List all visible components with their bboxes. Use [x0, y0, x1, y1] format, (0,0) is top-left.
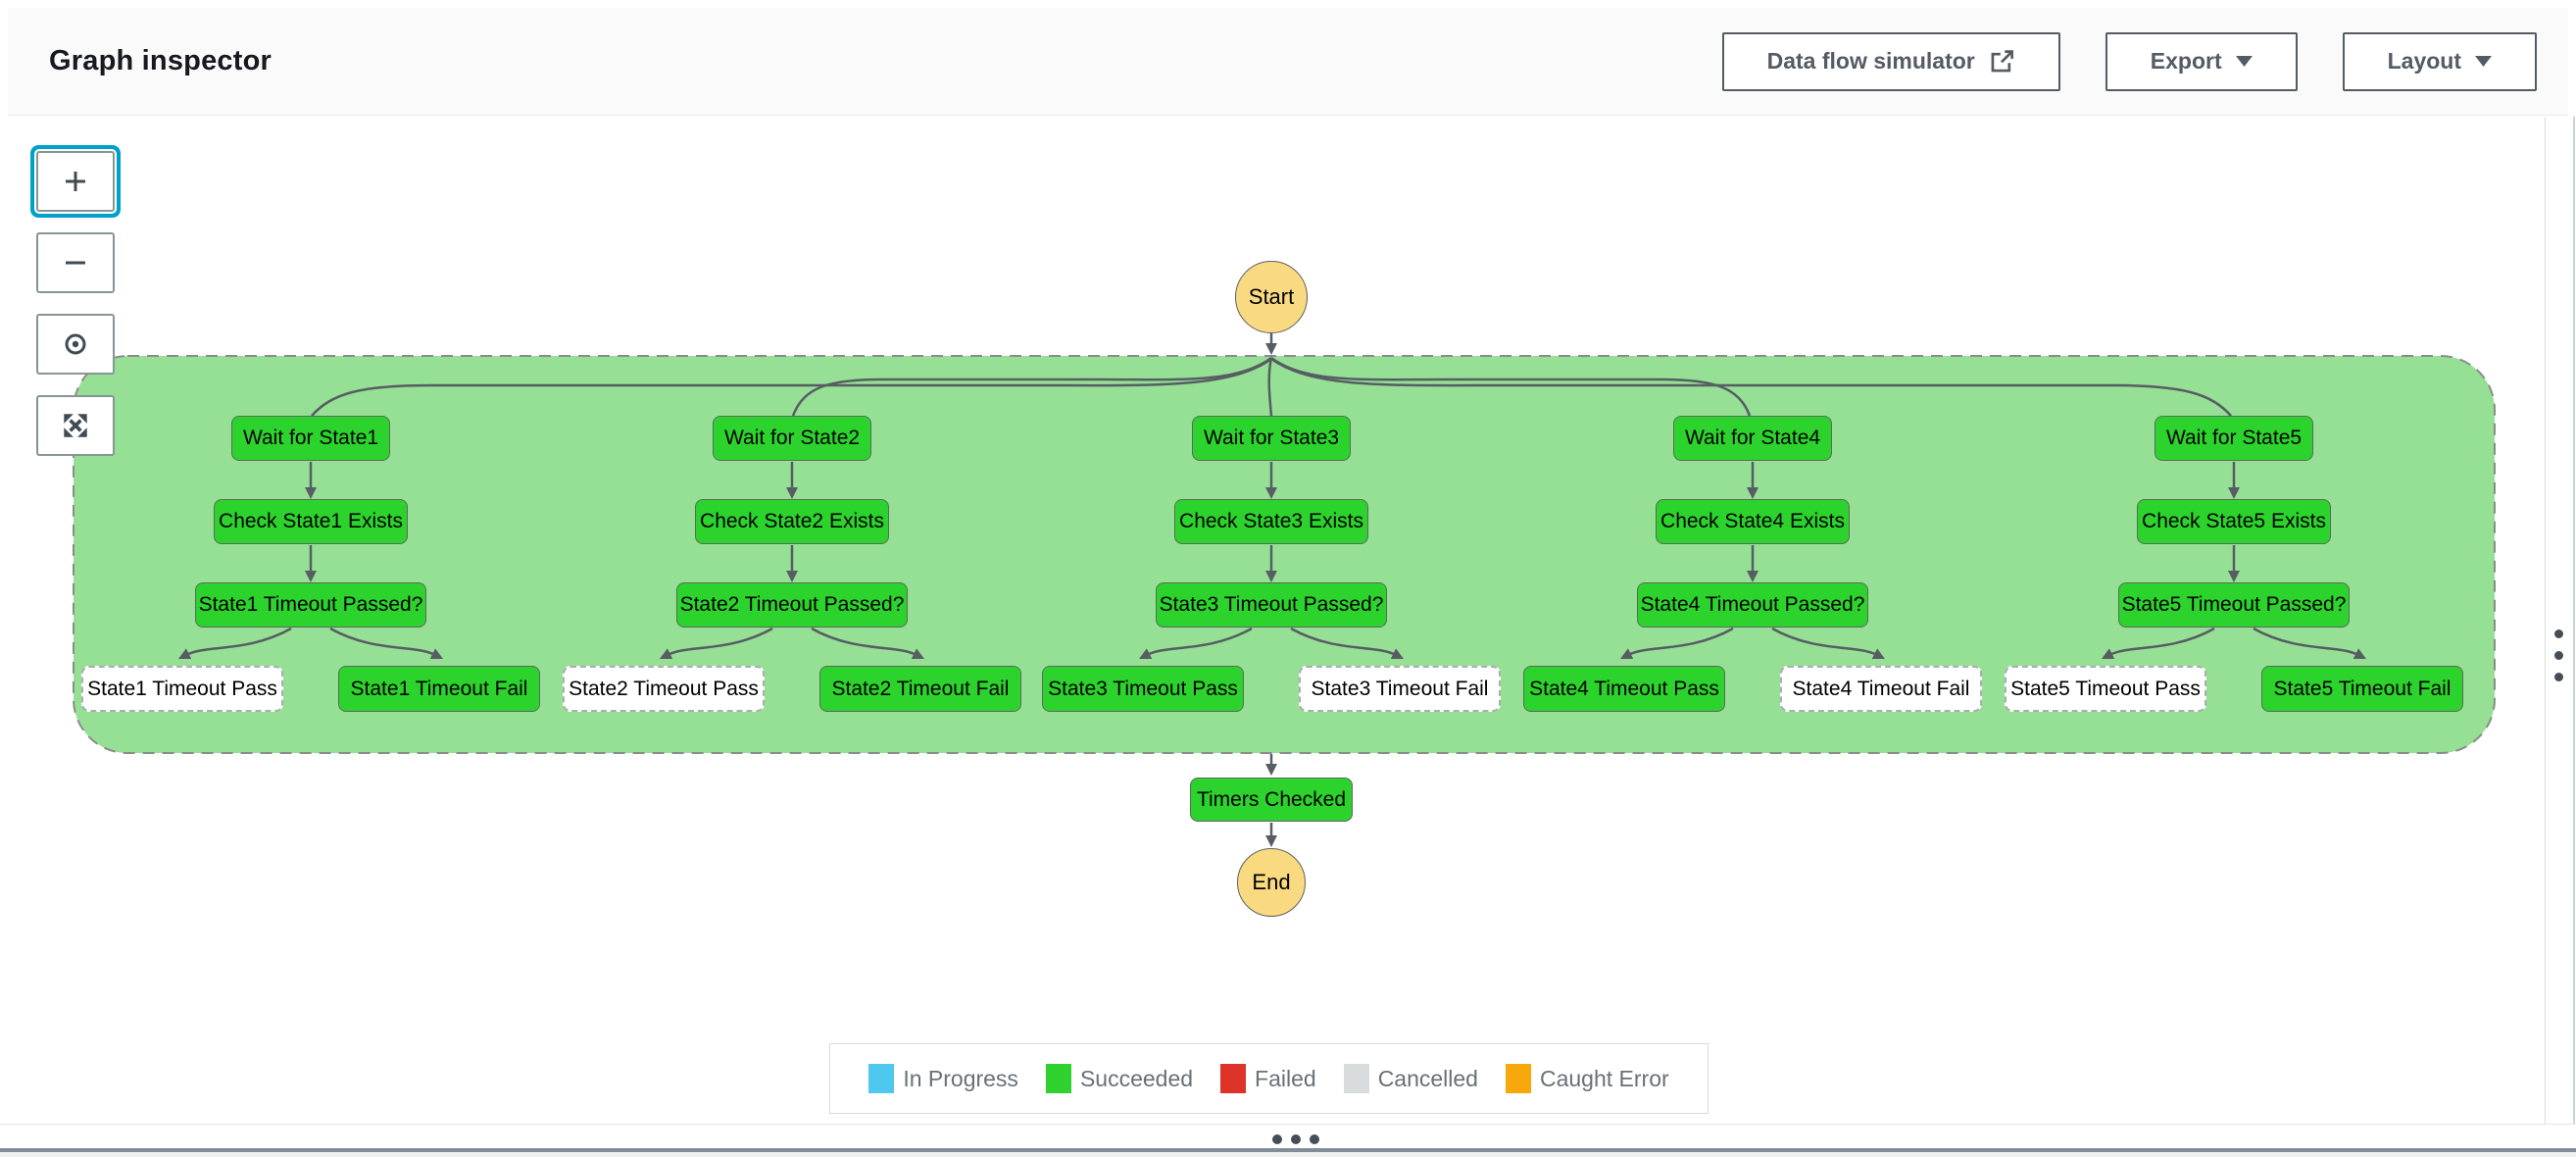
- state-node[interactable]: State2 Timeout Fail: [819, 666, 1021, 712]
- state-node[interactable]: Check State2 Exists: [695, 499, 889, 544]
- cancelled-swatch: [1343, 1064, 1369, 1093]
- state-node[interactable]: State4 Timeout Passed?: [1637, 582, 1868, 628]
- legend-item: Caught Error: [1505, 1064, 1669, 1093]
- right-edge-border: [2573, 117, 2575, 1124]
- legend-label: Cancelled: [1377, 1065, 1478, 1091]
- legend-item: Succeeded: [1045, 1064, 1194, 1093]
- legend-label: In Progress: [903, 1065, 1018, 1091]
- legend-item: Failed: [1220, 1064, 1316, 1093]
- vertical-resize-handle[interactable]: [2554, 629, 2563, 681]
- state-node[interactable]: State2 Timeout Pass: [563, 666, 765, 712]
- data-flow-simulator-button[interactable]: Data flow simulator: [1721, 31, 2060, 91]
- bottom-footer-strip: [0, 1152, 2576, 1157]
- graph-edges: [73, 333, 2496, 847]
- status-legend: In Progress Succeeded Failed Cancelled C…: [829, 1043, 1709, 1114]
- parallel-region[interactable]: [73, 355, 2496, 754]
- state-node[interactable]: State3 Timeout Fail: [1299, 666, 1501, 712]
- header-actions: Data flow simulator Export Layout: [1721, 31, 2537, 91]
- fit-to-view-button[interactable]: [36, 395, 115, 456]
- state-node[interactable]: Wait for State4: [1673, 416, 1832, 461]
- state-node[interactable]: Wait for State5: [2155, 416, 2313, 461]
- start-node[interactable]: Start: [1235, 261, 1308, 333]
- page-title: Graph inspector: [49, 45, 272, 76]
- export-button[interactable]: Export: [2105, 31, 2298, 91]
- state-node[interactable]: Wait for State1: [231, 416, 390, 461]
- export-label: Export: [2150, 48, 2222, 74]
- graph-canvas[interactable]: Start End Wait for State1 Check State1 E…: [0, 117, 2576, 1124]
- state-node[interactable]: Wait for State2: [713, 416, 871, 461]
- state-node[interactable]: Check State5 Exists: [2137, 499, 2331, 544]
- legend-item: Cancelled: [1343, 1064, 1478, 1093]
- state-node[interactable]: State5 Timeout Fail: [2261, 666, 2463, 712]
- state-node[interactable]: State4 Timeout Fail: [1780, 666, 1982, 712]
- legend-label: Caught Error: [1539, 1065, 1669, 1091]
- caught-error-swatch: [1505, 1064, 1531, 1093]
- bottom-divider: [0, 1148, 2576, 1152]
- state-node[interactable]: Check State4 Exists: [1656, 499, 1850, 544]
- state-node-timers-checked[interactable]: Timers Checked: [1190, 778, 1353, 822]
- layout-label: Layout: [2387, 48, 2461, 74]
- succeeded-swatch: [1045, 1064, 1071, 1093]
- external-link-icon: [1991, 50, 2013, 73]
- layout-button[interactable]: Layout: [2342, 31, 2537, 91]
- target-icon: [65, 333, 86, 355]
- state-node[interactable]: Check State1 Exists: [214, 499, 408, 544]
- state-node[interactable]: Check State3 Exists: [1174, 499, 1368, 544]
- chevron-down-icon: [2235, 56, 2253, 67]
- canvas-bottom-border: [0, 1124, 2576, 1125]
- right-divider: [2545, 117, 2546, 1124]
- state-node[interactable]: State1 Timeout Pass: [81, 666, 283, 712]
- state-node[interactable]: State5 Timeout Passed?: [2118, 582, 2350, 628]
- state-node[interactable]: State5 Timeout Pass: [2005, 666, 2206, 712]
- data-flow-simulator-label: Data flow simulator: [1766, 48, 1975, 74]
- center-graph-button[interactable]: [36, 314, 115, 375]
- graph-toolbar: [36, 151, 115, 456]
- zoom-in-button[interactable]: [36, 151, 115, 212]
- end-node[interactable]: End: [1237, 848, 1306, 917]
- state-node[interactable]: State1 Timeout Passed?: [195, 582, 426, 628]
- horizontal-resize-handle[interactable]: [1272, 1134, 1319, 1144]
- state-node[interactable]: State4 Timeout Pass: [1523, 666, 1725, 712]
- bottom-resize-strip: [0, 1125, 2576, 1148]
- state-node[interactable]: Wait for State3: [1192, 416, 1351, 461]
- state-node[interactable]: State3 Timeout Pass: [1042, 666, 1244, 712]
- failed-swatch: [1220, 1064, 1247, 1093]
- legend-label: Failed: [1255, 1065, 1316, 1091]
- state-node[interactable]: State3 Timeout Passed?: [1156, 582, 1387, 628]
- in-progress-swatch: [868, 1064, 895, 1093]
- state-node[interactable]: State2 Timeout Passed?: [676, 582, 908, 628]
- plus-icon: [66, 172, 85, 191]
- minus-icon: [66, 261, 85, 265]
- legend-label: Succeeded: [1079, 1065, 1194, 1091]
- state-node[interactable]: State1 Timeout Fail: [338, 666, 540, 712]
- chevron-down-icon: [2475, 56, 2492, 67]
- zoom-out-button[interactable]: [36, 232, 115, 293]
- expand-arrows-icon: [64, 414, 87, 437]
- panel-header: Graph inspector Data flow simulator Expo…: [8, 8, 2568, 116]
- legend-item: In Progress: [868, 1064, 1018, 1093]
